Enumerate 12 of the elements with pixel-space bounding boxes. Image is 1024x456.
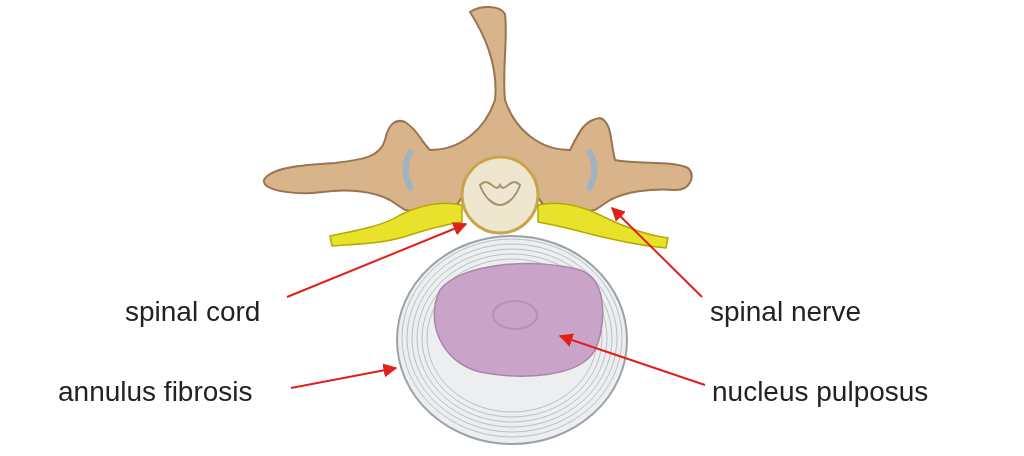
disc-nucleus (433, 262, 604, 377)
leader-arrow (558, 333, 706, 386)
part-label: spinal cord (125, 296, 261, 328)
leader-arrow (611, 207, 703, 298)
spinal-cord (460, 155, 540, 235)
leader-arrow (290, 363, 398, 389)
intervertebral-disc (396, 235, 628, 445)
leader-arrow (286, 222, 468, 298)
part-label: nucleus pulposus (712, 376, 929, 408)
spinal-nerve (537, 202, 669, 249)
part-label: annulus fibrosis (58, 376, 253, 408)
part-label: spinal nerve (710, 296, 861, 328)
